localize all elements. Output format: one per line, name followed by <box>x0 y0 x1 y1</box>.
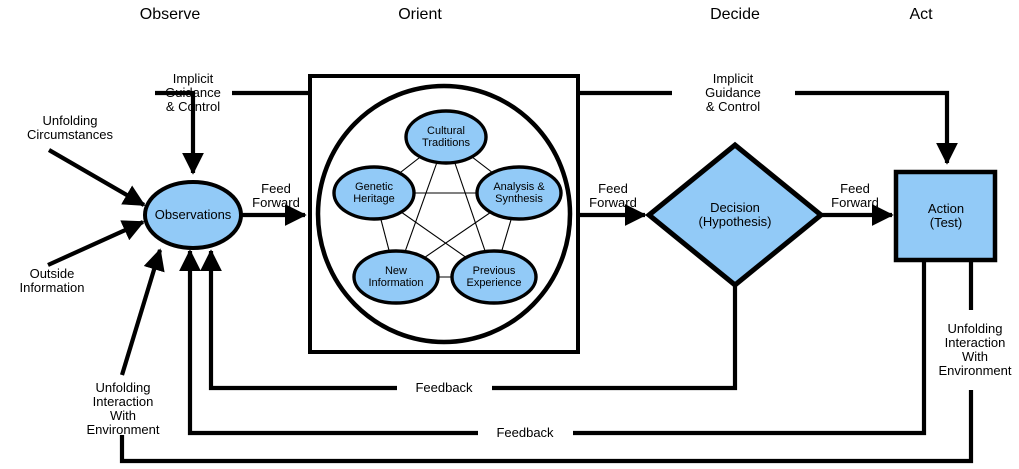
arrow-outside-information <box>47 220 145 267</box>
phase-heading-orient: Orient <box>398 6 442 23</box>
line-feedback-act-to-observe <box>573 260 927 436</box>
orient-node-previous-experience[interactable] <box>450 249 538 305</box>
observations-node[interactable] <box>143 180 243 250</box>
phase-heading-act: Act <box>909 6 933 23</box>
label-unfolding-circumstances: Unfolding Circumstances <box>27 113 113 142</box>
action-node[interactable] <box>893 169 998 263</box>
label-unfolding-interaction-right: Unfolding Interaction With Environment <box>938 321 1012 378</box>
label-outside-information: Outside Information <box>19 266 85 295</box>
orient-circle <box>315 83 573 345</box>
line-implicit-guidance-left-stub <box>155 90 204 175</box>
label-feedback-2: Feedback <box>496 425 554 440</box>
label-implicit-guidance-left: Implicit Guidance & Control <box>165 71 221 114</box>
label-feed-forward-1: Feed Forward <box>252 181 300 210</box>
orient-node-cultural-traditions[interactable] <box>404 109 488 165</box>
orient-node-analysis-synthesis[interactable] <box>475 165 563 221</box>
line-feedback-decide-to-observe <box>492 285 738 391</box>
decision-node[interactable] <box>645 141 825 289</box>
label-feed-forward-2: Feed Forward <box>589 181 637 210</box>
label-feedback-1: Feedback <box>415 380 473 395</box>
phase-heading-decide: Decide <box>710 6 760 23</box>
orient-node-genetic-heritage[interactable] <box>332 165 416 221</box>
line-implicit-guidance-right-stub <box>795 90 958 165</box>
arrow-unfolding-interaction-left <box>119 248 165 376</box>
orient-box <box>308 74 580 354</box>
label-unfolding-interaction-left: Unfolding Interaction With Environment <box>86 380 160 437</box>
line-feedback-act-to-observe-stub <box>179 249 478 436</box>
label-feed-forward-3: Feed Forward <box>831 181 879 210</box>
arrow-unfolding-circumstances <box>47 148 146 207</box>
label-implicit-guidance-right: Implicit Guidance & Control <box>705 71 761 114</box>
line-feedback-decide-to-observe-stub <box>200 249 397 391</box>
line-unfolding-interaction-right-lower <box>119 390 974 464</box>
orient-node-new-information[interactable] <box>352 249 440 305</box>
phase-heading-observe: Observe <box>139 6 201 23</box>
